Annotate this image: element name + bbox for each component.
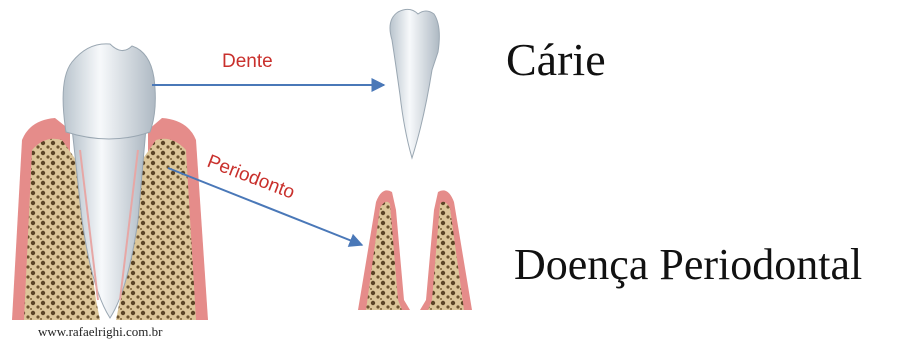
tooth-crown — [63, 44, 155, 139]
isolated-periodontium — [358, 190, 472, 310]
title-carie: Cárie — [506, 34, 606, 85]
label-dente: Dente — [222, 51, 273, 72]
label-periodonto: Periodonto — [204, 151, 297, 204]
title-doenca-periodontal: Doença Periodontal — [514, 240, 862, 289]
isolated-tooth — [390, 9, 439, 158]
credit-url: www.rafaelrighi.com.br — [38, 324, 163, 339]
